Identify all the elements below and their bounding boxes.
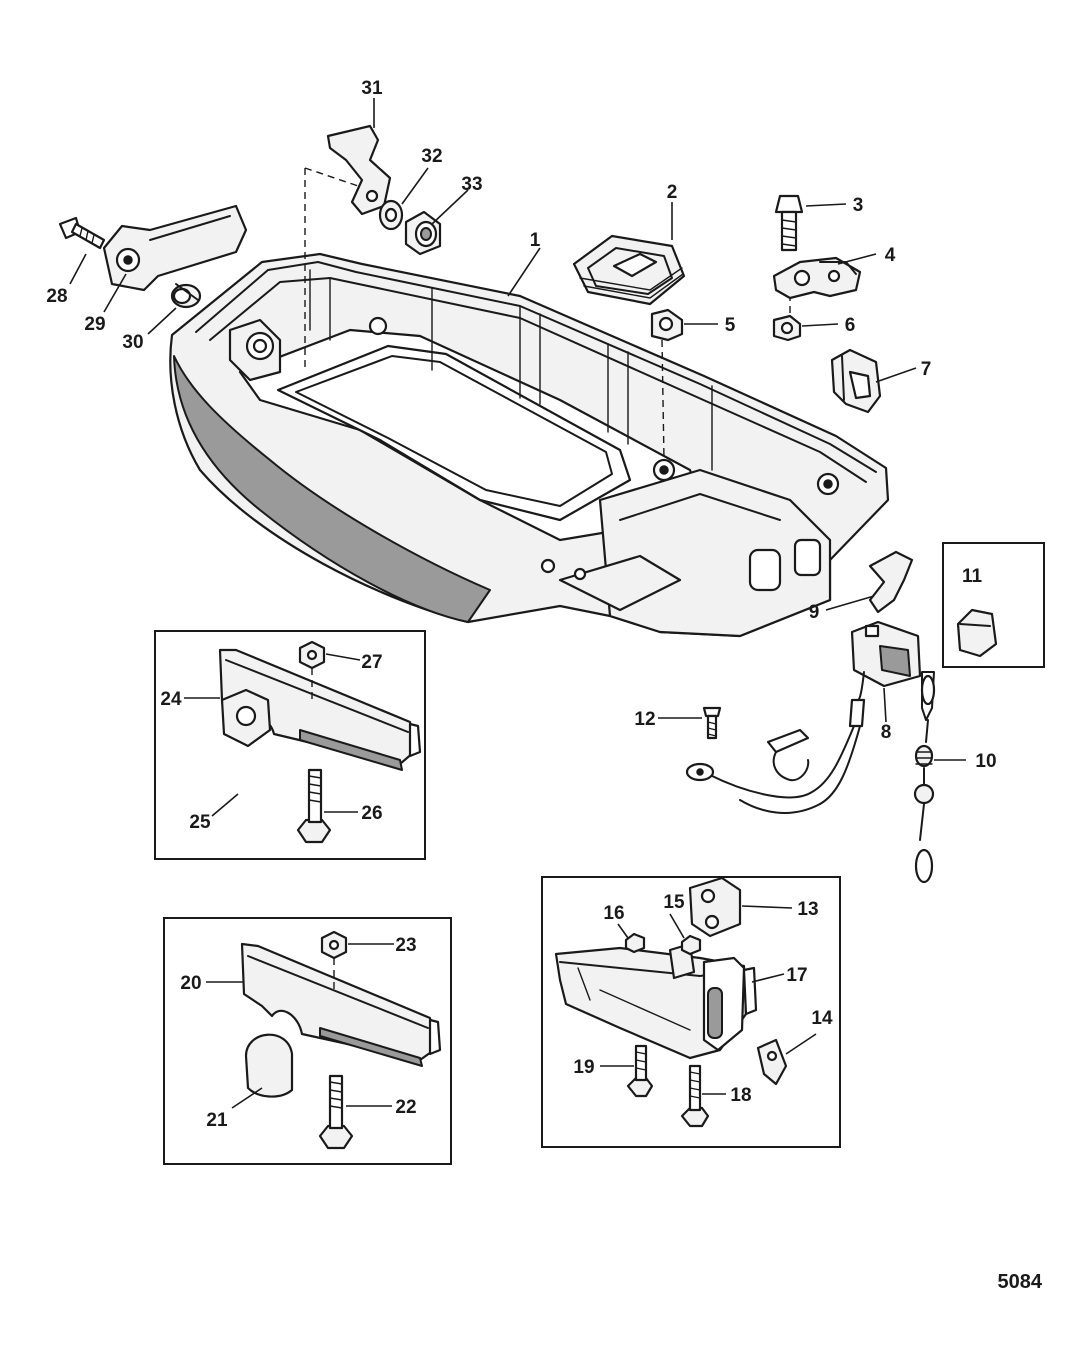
callout-24: 24 [160, 689, 182, 710]
callout-22: 22 [395, 1097, 416, 1118]
callout-1: 1 [530, 230, 541, 251]
callout-2: 2 [667, 182, 678, 203]
callout-10: 10 [975, 751, 996, 772]
callout-4: 4 [885, 245, 896, 266]
grommet [830, 348, 882, 414]
callout-8: 8 [881, 722, 892, 743]
callout-21: 21 [206, 1110, 228, 1131]
figure-number: 5084 [998, 1271, 1043, 1293]
bolt [774, 194, 804, 252]
callout-33: 33 [461, 174, 482, 195]
callout-11: 11 [962, 566, 983, 587]
detail-box [942, 542, 1045, 668]
grommet-pad [572, 234, 686, 306]
nut [298, 640, 326, 670]
bottom-cowl [169, 252, 890, 638]
lanyard-cord [913, 671, 936, 884]
nut [772, 314, 802, 342]
callout-12: 12 [634, 709, 655, 730]
stop-switch [685, 620, 922, 814]
callout-25: 25 [189, 812, 211, 833]
callout-14: 14 [811, 1008, 833, 1029]
detail-box [154, 630, 426, 860]
callout-30: 30 [122, 332, 143, 353]
assembly-line [661, 339, 665, 461]
nut [624, 932, 646, 954]
callout-28: 28 [46, 286, 67, 307]
spacer [688, 876, 742, 938]
throttle-lever [772, 256, 862, 300]
callout-13: 13 [797, 899, 818, 920]
callout-18: 18 [730, 1085, 751, 1106]
nut [320, 930, 348, 960]
callout-20: 20 [180, 973, 201, 994]
callout-15: 15 [663, 892, 685, 913]
callout-27: 27 [361, 652, 382, 673]
callout-7: 7 [921, 359, 932, 380]
latch-bracket [326, 124, 392, 216]
wire-clip [756, 1038, 788, 1086]
cowl-seal-bracket [240, 942, 442, 1067]
callout-17: 17 [786, 965, 807, 986]
detail-box [163, 917, 452, 1165]
callout-26: 26 [361, 803, 382, 824]
callout-29: 29 [84, 314, 105, 335]
callout-19: 19 [573, 1057, 594, 1078]
nut [650, 308, 684, 342]
lanyard-clip [956, 608, 998, 658]
bolt [680, 1064, 710, 1128]
detail-box [541, 876, 841, 1148]
callout-32: 32 [421, 146, 442, 167]
leader-lines [69, 98, 966, 1109]
rubber-bushing [244, 1033, 294, 1098]
screw [702, 706, 722, 740]
cowl-latch-lever [102, 204, 248, 292]
callout-6: 6 [845, 315, 856, 336]
bolt [318, 1074, 354, 1150]
switch-clip [868, 550, 914, 614]
bushing [170, 283, 202, 309]
bolt [296, 768, 332, 844]
callout-5: 5 [725, 315, 736, 336]
washer [378, 199, 404, 231]
callout-labels: 1 2 3 4 5 6 7 8 9 10 11 12 13 14 15 16 1… [46, 78, 996, 1131]
callout-3: 3 [853, 195, 864, 216]
mounting-bracket [554, 942, 758, 1060]
callout-23: 23 [395, 935, 416, 956]
rubber-bushing [220, 688, 272, 748]
callout-16: 16 [603, 903, 624, 924]
callout-31: 31 [361, 78, 383, 99]
callout-9: 9 [809, 602, 820, 623]
bushing [404, 210, 442, 256]
bolt [58, 216, 106, 250]
nut [680, 934, 702, 956]
bolt [626, 1044, 654, 1098]
